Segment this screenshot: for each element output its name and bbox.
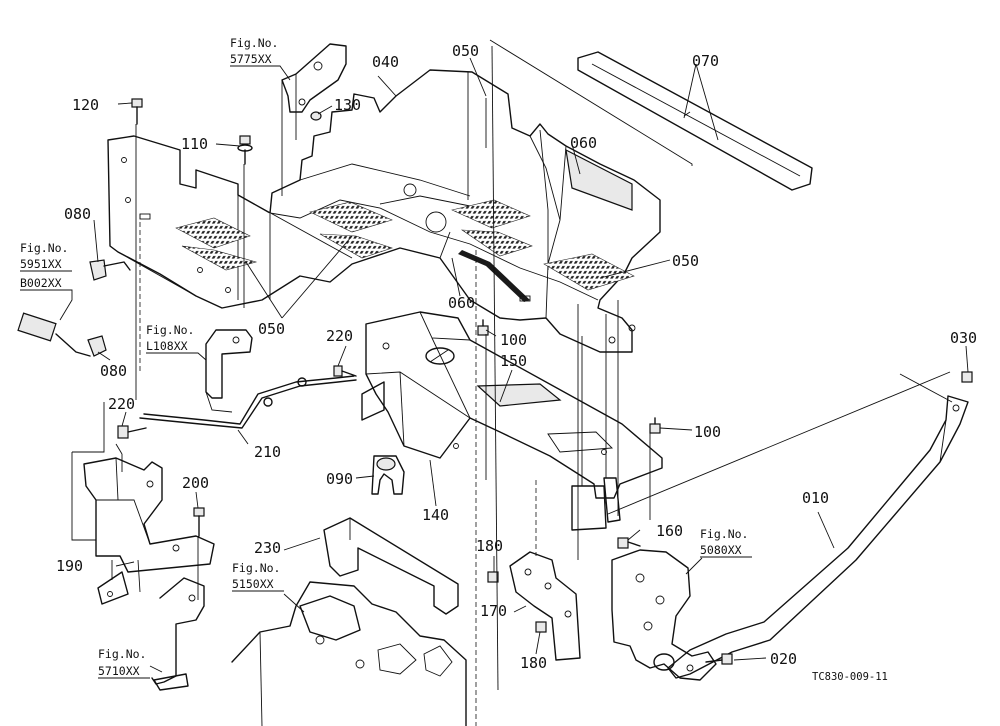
- bolt-180-upper: [487, 571, 499, 583]
- figref-5775xx-number: 5775XX: [230, 52, 272, 66]
- part-label-170: 170: [480, 602, 507, 620]
- plate-170: [509, 551, 581, 661]
- bolt-160: [617, 537, 641, 549]
- bolt-030: [961, 371, 973, 383]
- figref-l108xx-prefix: Fig.No.: [146, 323, 194, 337]
- part-label-060-bottom: 060: [448, 294, 475, 312]
- figref-5775xx-prefix: Fig.No.: [230, 36, 278, 50]
- figref-5080xx: Fig.No. 5080XX: [700, 527, 752, 558]
- bracket-5775xx: [281, 43, 347, 196]
- bracket-190: [83, 457, 215, 605]
- figref-5150xx-number: 5150XX: [232, 577, 274, 591]
- bolt-200: [193, 507, 205, 537]
- part-label-060-top: 060: [570, 134, 597, 152]
- part-label-120: 120: [72, 96, 99, 114]
- connector-5951xx: [17, 312, 91, 357]
- part-label-180-lower: 180: [520, 654, 547, 672]
- fasteners: [17, 98, 973, 665]
- figref-5710xx-prefix: Fig.No.: [98, 647, 146, 661]
- clip-080-top: [89, 259, 131, 281]
- part-label-050-top: 050: [452, 42, 479, 60]
- bracket-l108xx: [205, 329, 253, 413]
- figref-l108xx-number: L108XX: [146, 339, 188, 353]
- figref-5951xx-number: 5951XX: [20, 257, 62, 271]
- bolt-100-upper: [477, 319, 489, 336]
- floor-cover-040: [107, 69, 661, 353]
- grommet-090: [371, 455, 405, 495]
- figref-5951xx-prefix: Fig.No.: [20, 241, 68, 255]
- projection-lines: [71, 39, 953, 726]
- part-label-210: 210: [254, 443, 281, 461]
- figref-5080xx-number: 5080XX: [700, 543, 742, 557]
- figref-5150xx-prefix: Fig.No.: [232, 561, 280, 575]
- part-label-130: 130: [334, 96, 361, 114]
- figref-l108xx: Fig.No. L108XX: [146, 323, 207, 361]
- part-label-140: 140: [422, 506, 449, 524]
- part-label-190: 190: [56, 557, 83, 575]
- bolt-100-lower: [649, 417, 661, 434]
- leader-lines: [93, 57, 969, 673]
- part-label-070: 070: [692, 52, 719, 70]
- bolt-220-lower: [117, 425, 147, 439]
- part-label-230: 230: [254, 539, 281, 557]
- part-label-100-upper: 100: [500, 331, 527, 349]
- figref-5080xx-prefix: Fig.No.: [700, 527, 748, 541]
- figref-5150xx: Fig.No. 5150XX: [232, 561, 284, 592]
- housing-5080xx: [611, 549, 717, 681]
- bracket-5710xx: [151, 577, 205, 691]
- figure-references: Fig.No. 5775XX Fig.No. 5951XX B002XX Fig…: [20, 36, 752, 679]
- part-label-050-bottom: 050: [258, 320, 285, 338]
- part-label-100-lower: 100: [694, 423, 721, 441]
- part-label-150: 150: [500, 352, 527, 370]
- part-label-080-top: 080: [64, 205, 91, 223]
- strap-010: [667, 395, 969, 679]
- part-label-030: 030: [950, 329, 977, 347]
- part-label-050-right: 050: [672, 252, 699, 270]
- transmission-5150xx: [231, 581, 467, 726]
- bolt-180-lower: [535, 621, 547, 633]
- clip-080-bottom: [87, 335, 107, 357]
- part-label-080-bottom: 080: [100, 362, 127, 380]
- drawing-code: TC830-009-11: [812, 671, 888, 683]
- beam-230: [323, 517, 459, 615]
- figref-5951xx: Fig.No. 5951XX B002XX: [20, 241, 73, 321]
- figref-5775xx: Fig.No. 5775XX: [230, 36, 291, 81]
- part-label-090: 090: [326, 470, 353, 488]
- figref-5710xx: Fig.No. 5710XX: [98, 647, 150, 679]
- tunnel-frame-150: [361, 311, 663, 531]
- part-label-040: 040: [372, 53, 399, 71]
- figref-5710xx-number: 5710XX: [98, 664, 140, 678]
- part-label-110: 110: [181, 135, 208, 153]
- bolt-120: [131, 98, 143, 125]
- part-label-010: 010: [802, 489, 829, 507]
- bolt-110: [237, 135, 253, 165]
- bolt-020: [705, 653, 733, 665]
- figref-5951xx-extra: B002XX: [20, 276, 62, 290]
- part-label-200: 200: [182, 474, 209, 492]
- part-label-020: 020: [770, 650, 797, 668]
- part-label-160: 160: [656, 522, 683, 540]
- part-labels: 120 110 130 040 050 070 060 080 050 050 …: [56, 42, 977, 672]
- part-label-180-upper: 180: [476, 537, 503, 555]
- part-label-220-lower: 220: [108, 395, 135, 413]
- rod-210: [139, 375, 357, 429]
- top-cover-strip-070: [577, 51, 813, 191]
- part-label-220-upper: 220: [326, 327, 353, 345]
- bolt-220-upper: [333, 365, 357, 377]
